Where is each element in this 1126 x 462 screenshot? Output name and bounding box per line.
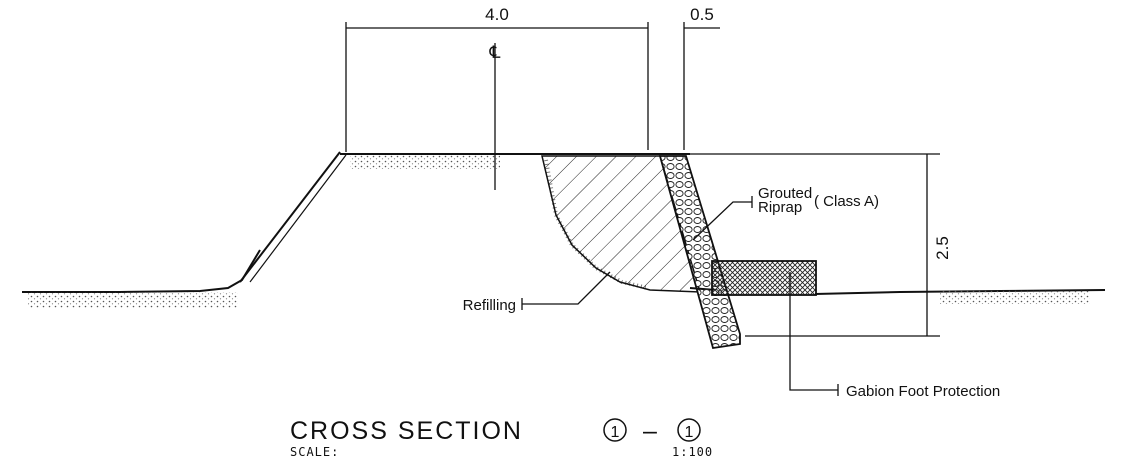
gabion-label: Gabion Foot Protection [846,383,1000,400]
riprap-thickness-label: 0.5 [690,5,714,24]
section-title: CROSS SECTION [290,417,523,445]
scale-value: 1:100 [672,445,713,459]
refilling-label: Refilling [463,297,516,314]
section-marker-b-circle [677,418,701,442]
grouted-riprap [658,155,741,350]
section-marker-a: 1 [611,424,620,441]
riprap-label-line1: Grouted [758,185,812,202]
leader-lines [521,196,839,396]
soil-stipple [28,155,1090,308]
centerline-symbol: ℄ [489,43,501,62]
left-slope-inner [249,154,347,283]
dimension-lines [345,22,940,337]
ground-line-left [22,249,261,293]
gabion-leader [789,272,838,391]
scale-label: SCALE: [290,445,339,459]
gabion-block [711,260,817,296]
left-slope-outer [239,151,341,283]
riprap-leader [692,201,752,241]
riprap-class-label: ( Class A) [814,193,879,210]
crest-width-label: 4.0 [485,5,509,24]
riprap-label-line2: Riprap [758,199,802,216]
refilling-leader [522,271,611,305]
section-dash: – [643,417,659,445]
section-marker-b: 1 [685,424,694,441]
section-marker-a-circle [603,418,627,442]
height-label: 2.5 [933,236,952,260]
